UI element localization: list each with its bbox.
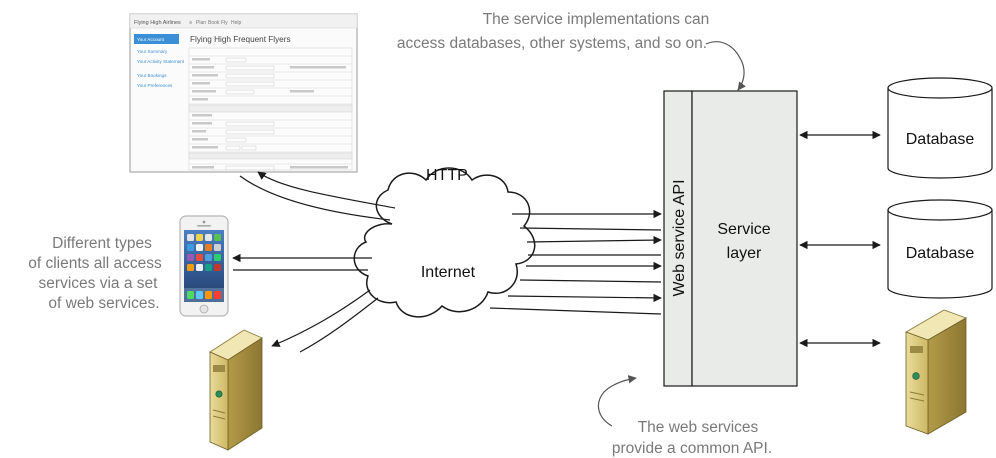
api-connection-2 xyxy=(519,227,662,231)
database-2-label: Database xyxy=(906,245,975,262)
browser-page-title: Flying High Frequent Flyers xyxy=(190,35,291,44)
desktop-connection-2 xyxy=(299,297,379,353)
browser-nav-plan[interactable]: Plan xyxy=(196,20,206,26)
backend-server-system xyxy=(905,309,967,435)
svg-text:≡: ≡ xyxy=(189,20,192,26)
connection-lines xyxy=(232,130,881,353)
annotation-top: The service implementations can access d… xyxy=(397,11,746,91)
internet-label: Internet xyxy=(421,264,476,281)
mobile-phone-client xyxy=(179,215,229,317)
api-connection-7 xyxy=(507,293,662,303)
browser-brand: Flying High Airlines xyxy=(134,20,181,26)
sidebar-item-your-activity[interactable]: Your Activity Statement xyxy=(137,59,185,64)
annotation-left-line1: Different types xyxy=(52,235,152,252)
browser-connection-1 xyxy=(257,171,396,209)
web-service-api-box xyxy=(663,90,693,387)
service-layer-box xyxy=(691,90,798,387)
api-connection-3 xyxy=(526,235,662,245)
sidebar-item-your-preferences[interactable]: Your Preferences xyxy=(137,83,173,88)
service-layer-label-line2: layer xyxy=(727,245,762,262)
database-1-label: Database xyxy=(906,131,975,148)
annotation-bottom-pointer xyxy=(597,375,637,427)
annotation-top-line1: The service implementations can xyxy=(483,11,710,28)
service-stack: Web service API Service layer xyxy=(663,90,798,387)
desktop-connection-1 xyxy=(271,289,371,347)
annotation-left-line2: of clients all access xyxy=(28,255,162,272)
http-label: HTTP xyxy=(426,167,468,184)
annotation-left: Different types of clients all access se… xyxy=(28,235,162,312)
browser-nav-fly[interactable]: Fly xyxy=(221,20,228,26)
sidebar-item-your-bookings[interactable]: Your Bookings xyxy=(137,73,167,78)
web-service-api-label: Web service API xyxy=(671,179,688,296)
browser-nav-book[interactable]: Book xyxy=(208,20,220,26)
api-connection-6 xyxy=(519,279,662,283)
web-browser-client: Flying High Airlines ≡ Plan Book Fly Hel… xyxy=(129,13,358,173)
database-1: Database xyxy=(887,77,993,179)
annotation-top-line2: access databases, other systems, and so … xyxy=(397,35,707,52)
phone-app-icons xyxy=(184,234,224,302)
annotation-bottom-line2: provide a common API. xyxy=(612,440,772,457)
database-2: Database xyxy=(887,199,993,299)
annotation-left-line4: of web services. xyxy=(48,295,159,312)
sidebar-item-your-summary[interactable]: Your Summary xyxy=(137,49,168,54)
browser-form-labels xyxy=(192,58,348,169)
sidebar-item-label: Your Account xyxy=(137,37,165,42)
internet-cloud xyxy=(353,167,536,318)
browser-nav-help[interactable]: Help xyxy=(231,20,242,26)
annotation-left-line3: services via a set xyxy=(39,275,159,292)
api-connection-8 xyxy=(489,307,662,315)
sidebar-item-your-account[interactable] xyxy=(134,34,179,44)
service-layer-label-line1: Service xyxy=(717,221,770,238)
desktop-tower-client xyxy=(209,329,263,451)
annotation-bottom-line1: The web services xyxy=(638,419,759,436)
annotation-bottom: The web services provide a common API. xyxy=(597,375,772,457)
browser-connection-2 xyxy=(239,175,391,221)
annotation-top-pointer xyxy=(705,41,746,91)
